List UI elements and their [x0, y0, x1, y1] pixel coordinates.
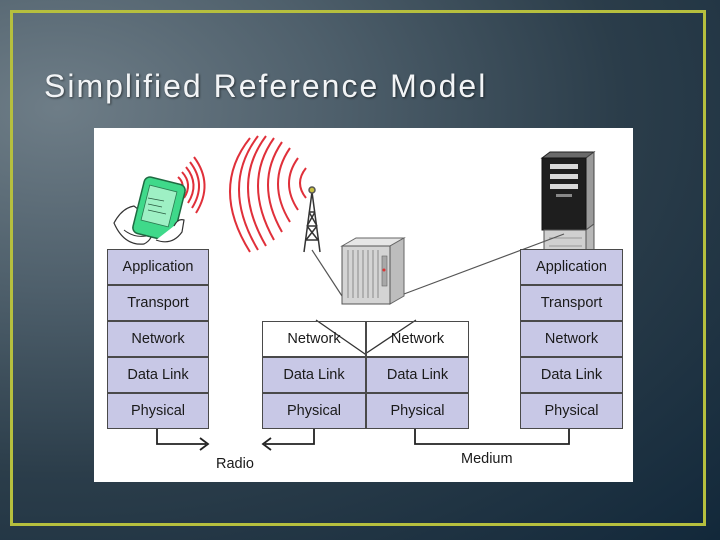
- radio-label: Radio: [216, 456, 254, 472]
- router-network-right-layer: Network: [366, 321, 469, 357]
- left-application-layer: Application: [107, 249, 209, 285]
- tower-radio-waves-icon: [229, 135, 307, 253]
- radio-link-right: [265, 429, 315, 445]
- left-network-layer: Network: [107, 321, 209, 357]
- left-transport-layer: Transport: [107, 285, 209, 321]
- router-physical-left-layer: Physical: [262, 393, 366, 429]
- tower-router-link: [311, 249, 343, 297]
- medium-label: Medium: [461, 451, 513, 467]
- router-datalink-left-layer: Data Link: [262, 357, 366, 393]
- handheld-pda-icon: [113, 176, 186, 245]
- radio-link-left: [156, 429, 206, 445]
- right-physical-layer: Physical: [520, 393, 623, 429]
- radio-arrowhead-left: [261, 437, 272, 451]
- server-tower-icon: [540, 151, 596, 261]
- router-physical-right-layer: Physical: [366, 393, 469, 429]
- router-datalink-right-layer: Data Link: [366, 357, 469, 393]
- router-network-left-layer: Network: [262, 321, 366, 357]
- slide-frame: [10, 10, 706, 526]
- slide-title: Simplified Reference Model: [44, 68, 488, 104]
- left-datalink-layer: Data Link: [107, 357, 209, 393]
- medium-link: [414, 429, 570, 445]
- antenna-tower-icon: [303, 186, 321, 253]
- radio-arrowhead-right: [199, 437, 210, 451]
- left-physical-layer: Physical: [107, 393, 209, 429]
- right-datalink-layer: Data Link: [520, 357, 623, 393]
- router-server-link: [403, 233, 565, 295]
- right-transport-layer: Transport: [520, 285, 623, 321]
- right-application-layer: Application: [520, 249, 623, 285]
- router-rack-icon: [340, 237, 406, 305]
- diagram-panel: Application Transport Network Data Link …: [94, 128, 633, 482]
- right-network-layer: Network: [520, 321, 623, 357]
